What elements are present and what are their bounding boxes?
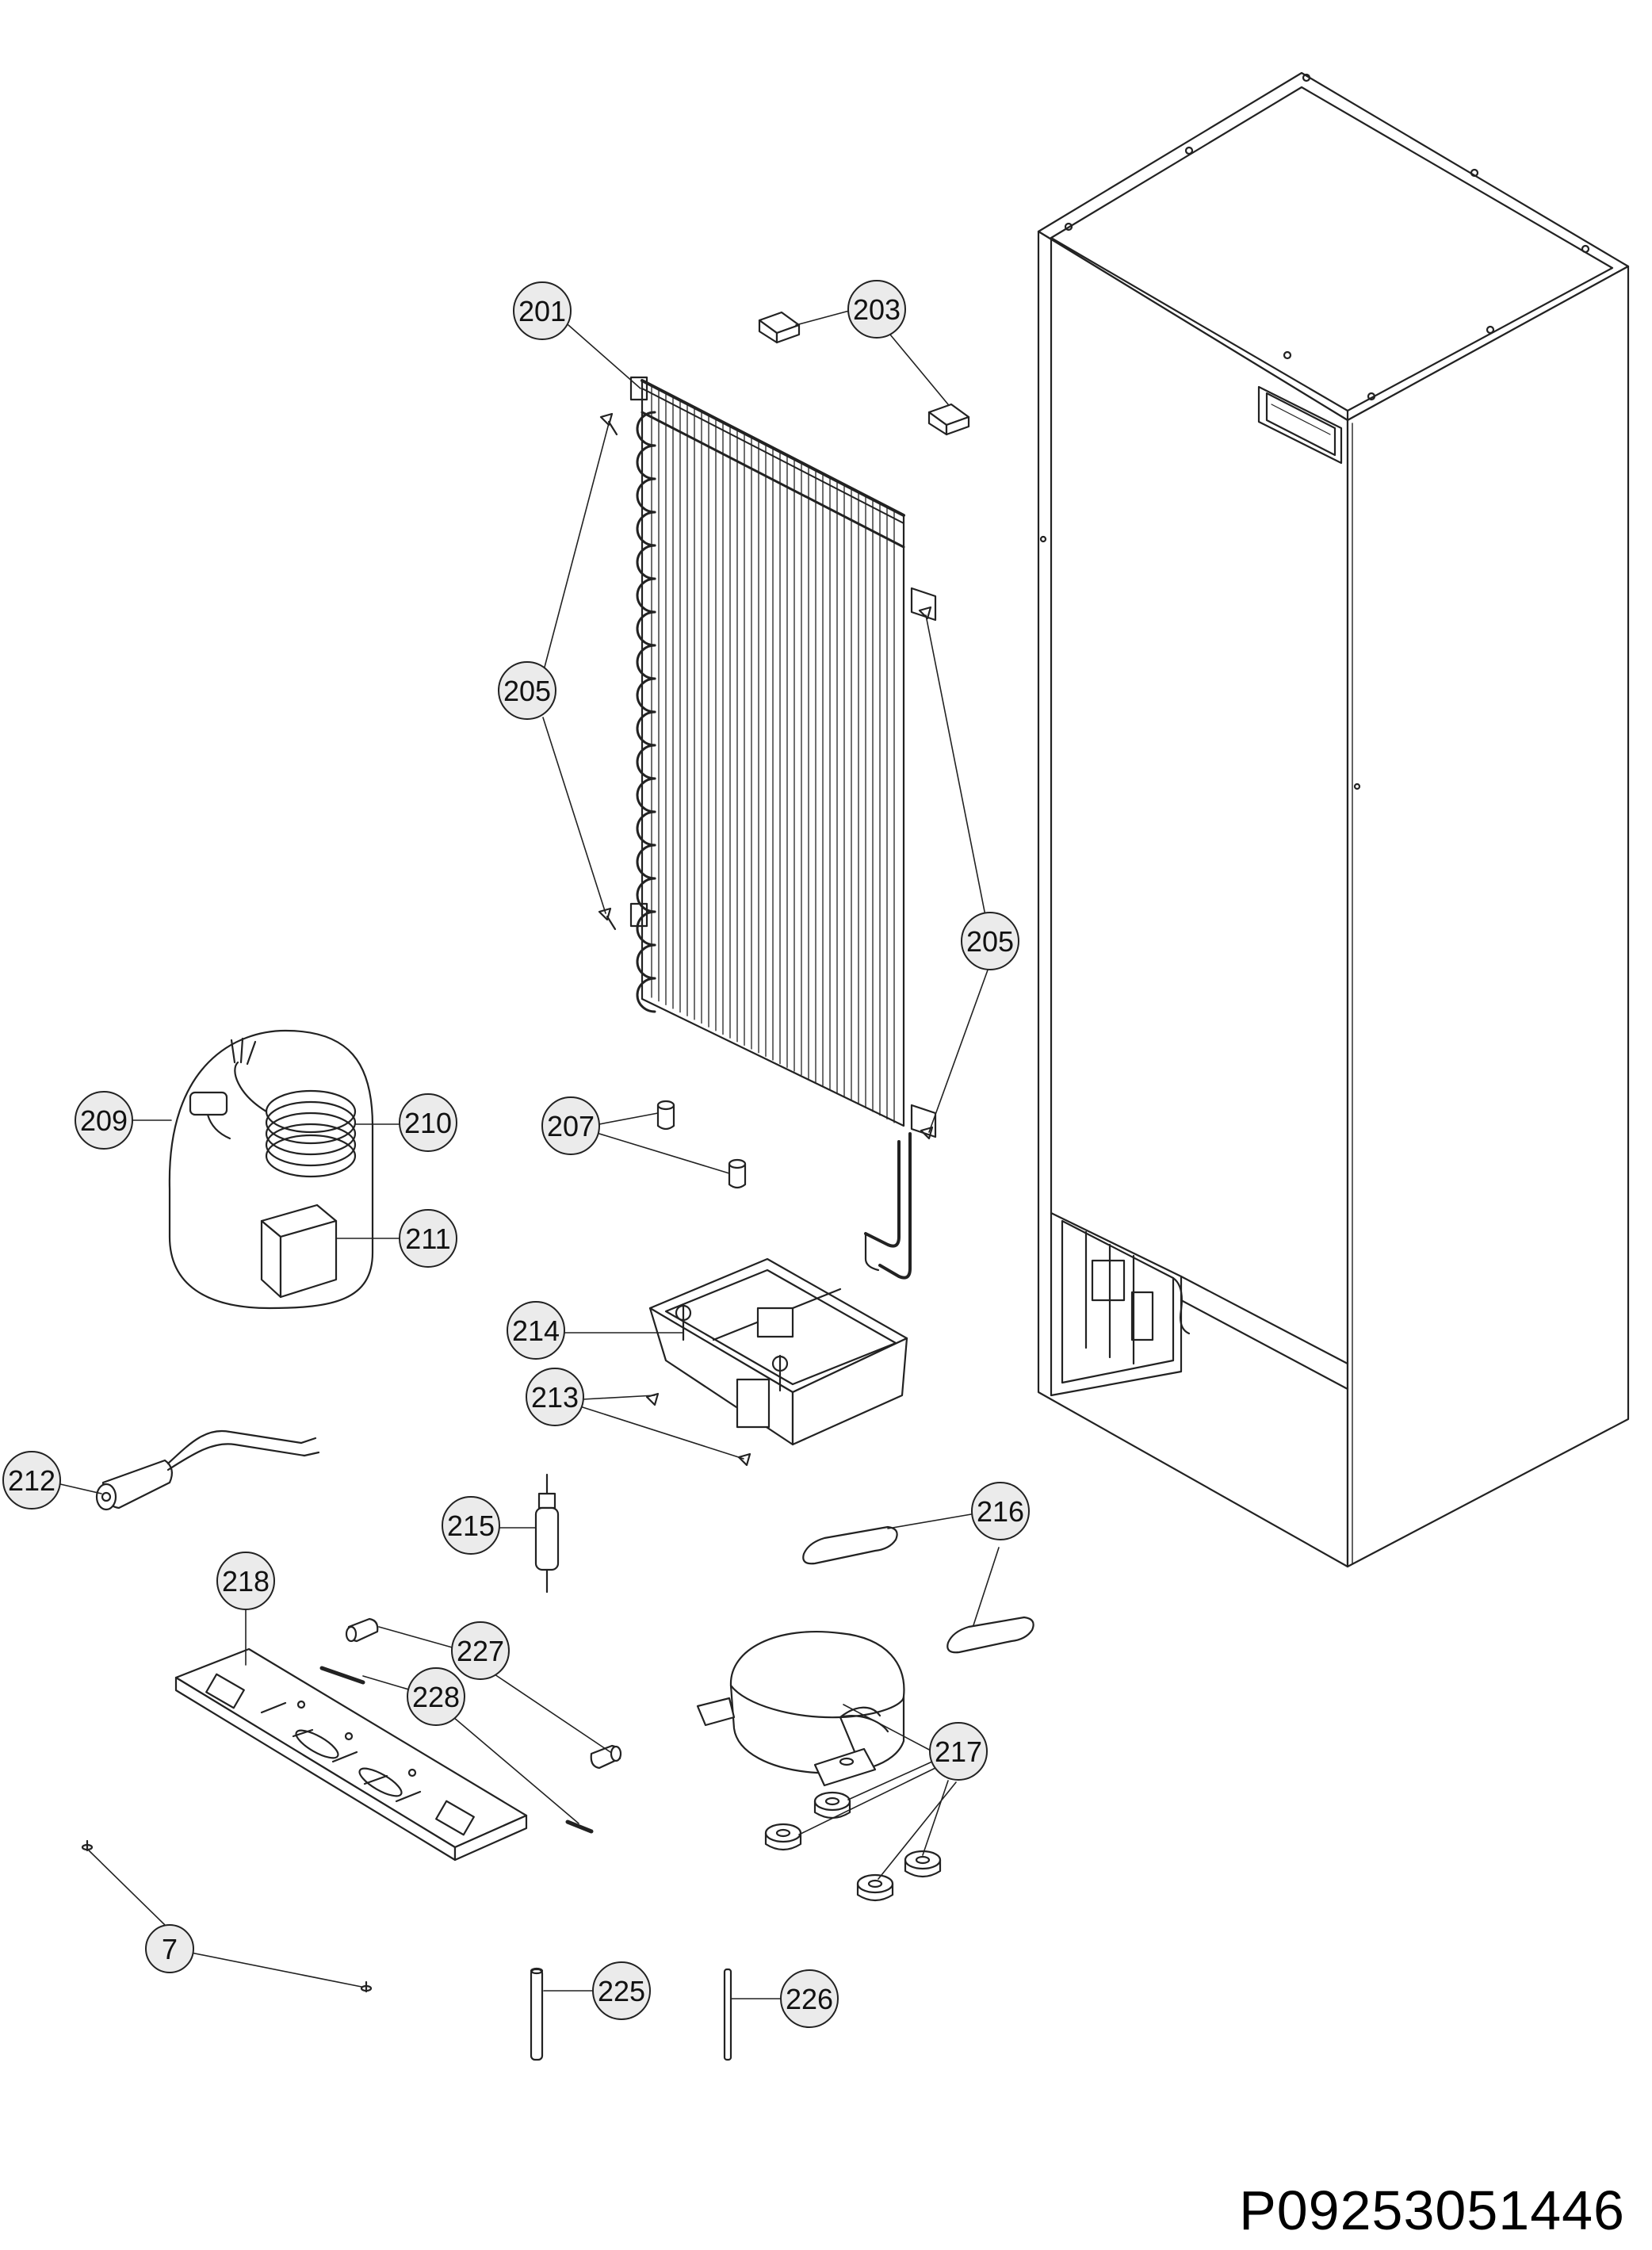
callouts: 201 203 205 205 207 209 210 211 212 213 … xyxy=(2,280,1030,2028)
compressor-217 xyxy=(696,1630,905,1787)
callout-217: 217 xyxy=(929,1722,988,1781)
brackets-216 xyxy=(802,1525,1034,1654)
sleeves-227 xyxy=(345,1617,622,1770)
callout-225: 225 xyxy=(592,1961,651,2020)
callout-215-label: 215 xyxy=(447,1510,495,1542)
leader-lines xyxy=(59,309,1000,1999)
pipe-226 xyxy=(723,1968,732,2061)
callout-211: 211 xyxy=(399,1209,457,1268)
callout-203: 203 xyxy=(847,280,906,339)
callout-211-label: 211 xyxy=(405,1223,450,1255)
callout-7: 7 xyxy=(145,1924,194,1973)
callout-209: 209 xyxy=(75,1091,133,1150)
callout-218-label: 218 xyxy=(222,1565,270,1598)
spacers-207 xyxy=(656,1100,747,1189)
callout-227-label: 227 xyxy=(457,1635,504,1667)
drip-tray-214 xyxy=(648,1257,908,1446)
callout-207: 207 xyxy=(541,1096,600,1155)
callout-225-label: 225 xyxy=(598,1975,645,2007)
condenser-201 xyxy=(629,376,937,1280)
callout-205-right-label: 205 xyxy=(966,925,1014,958)
capacitor-212 xyxy=(95,1429,320,1511)
callout-212-label: 212 xyxy=(8,1464,55,1497)
callout-215: 215 xyxy=(442,1496,500,1555)
callout-212: 212 xyxy=(2,1451,61,1510)
grommets-217 xyxy=(764,1791,942,1902)
callout-207-label: 207 xyxy=(547,1110,595,1142)
base-plate-218 xyxy=(174,1647,528,1862)
callout-209-label: 209 xyxy=(80,1104,128,1137)
filter-drier-215 xyxy=(534,1473,560,1594)
callout-214-label: 214 xyxy=(512,1314,560,1347)
callout-205-right: 205 xyxy=(961,912,1019,970)
callout-213: 213 xyxy=(526,1368,584,1426)
callout-226-label: 226 xyxy=(786,1983,833,2015)
callout-227: 227 xyxy=(451,1621,510,1680)
callout-218: 218 xyxy=(216,1552,275,1610)
callout-228-label: 228 xyxy=(412,1681,460,1713)
drawing-code: P09253051446 xyxy=(1239,2179,1625,2241)
callout-210-label: 210 xyxy=(404,1107,452,1139)
tubes-228 xyxy=(319,1666,594,1834)
callout-228: 228 xyxy=(407,1667,465,1726)
callout-213-label: 213 xyxy=(531,1381,579,1414)
callout-205-left: 205 xyxy=(498,661,556,720)
callout-216-label: 216 xyxy=(977,1495,1024,1528)
callout-203-label: 203 xyxy=(853,293,901,326)
cabinet xyxy=(1037,71,1630,1568)
callout-7-label: 7 xyxy=(162,1933,178,1965)
callout-201-label: 201 xyxy=(518,295,566,327)
screws-7 xyxy=(81,1839,373,1993)
power-cord-kit xyxy=(168,1029,374,1310)
pipe-225 xyxy=(530,1967,544,2061)
callout-201: 201 xyxy=(513,281,572,340)
callout-216: 216 xyxy=(971,1482,1030,1540)
callout-214: 214 xyxy=(507,1301,565,1360)
caps-203 xyxy=(758,311,970,436)
callout-210: 210 xyxy=(399,1093,457,1152)
callout-226: 226 xyxy=(780,1969,839,2028)
callout-217-label: 217 xyxy=(935,1735,982,1768)
callout-205-left-label: 205 xyxy=(503,675,551,707)
